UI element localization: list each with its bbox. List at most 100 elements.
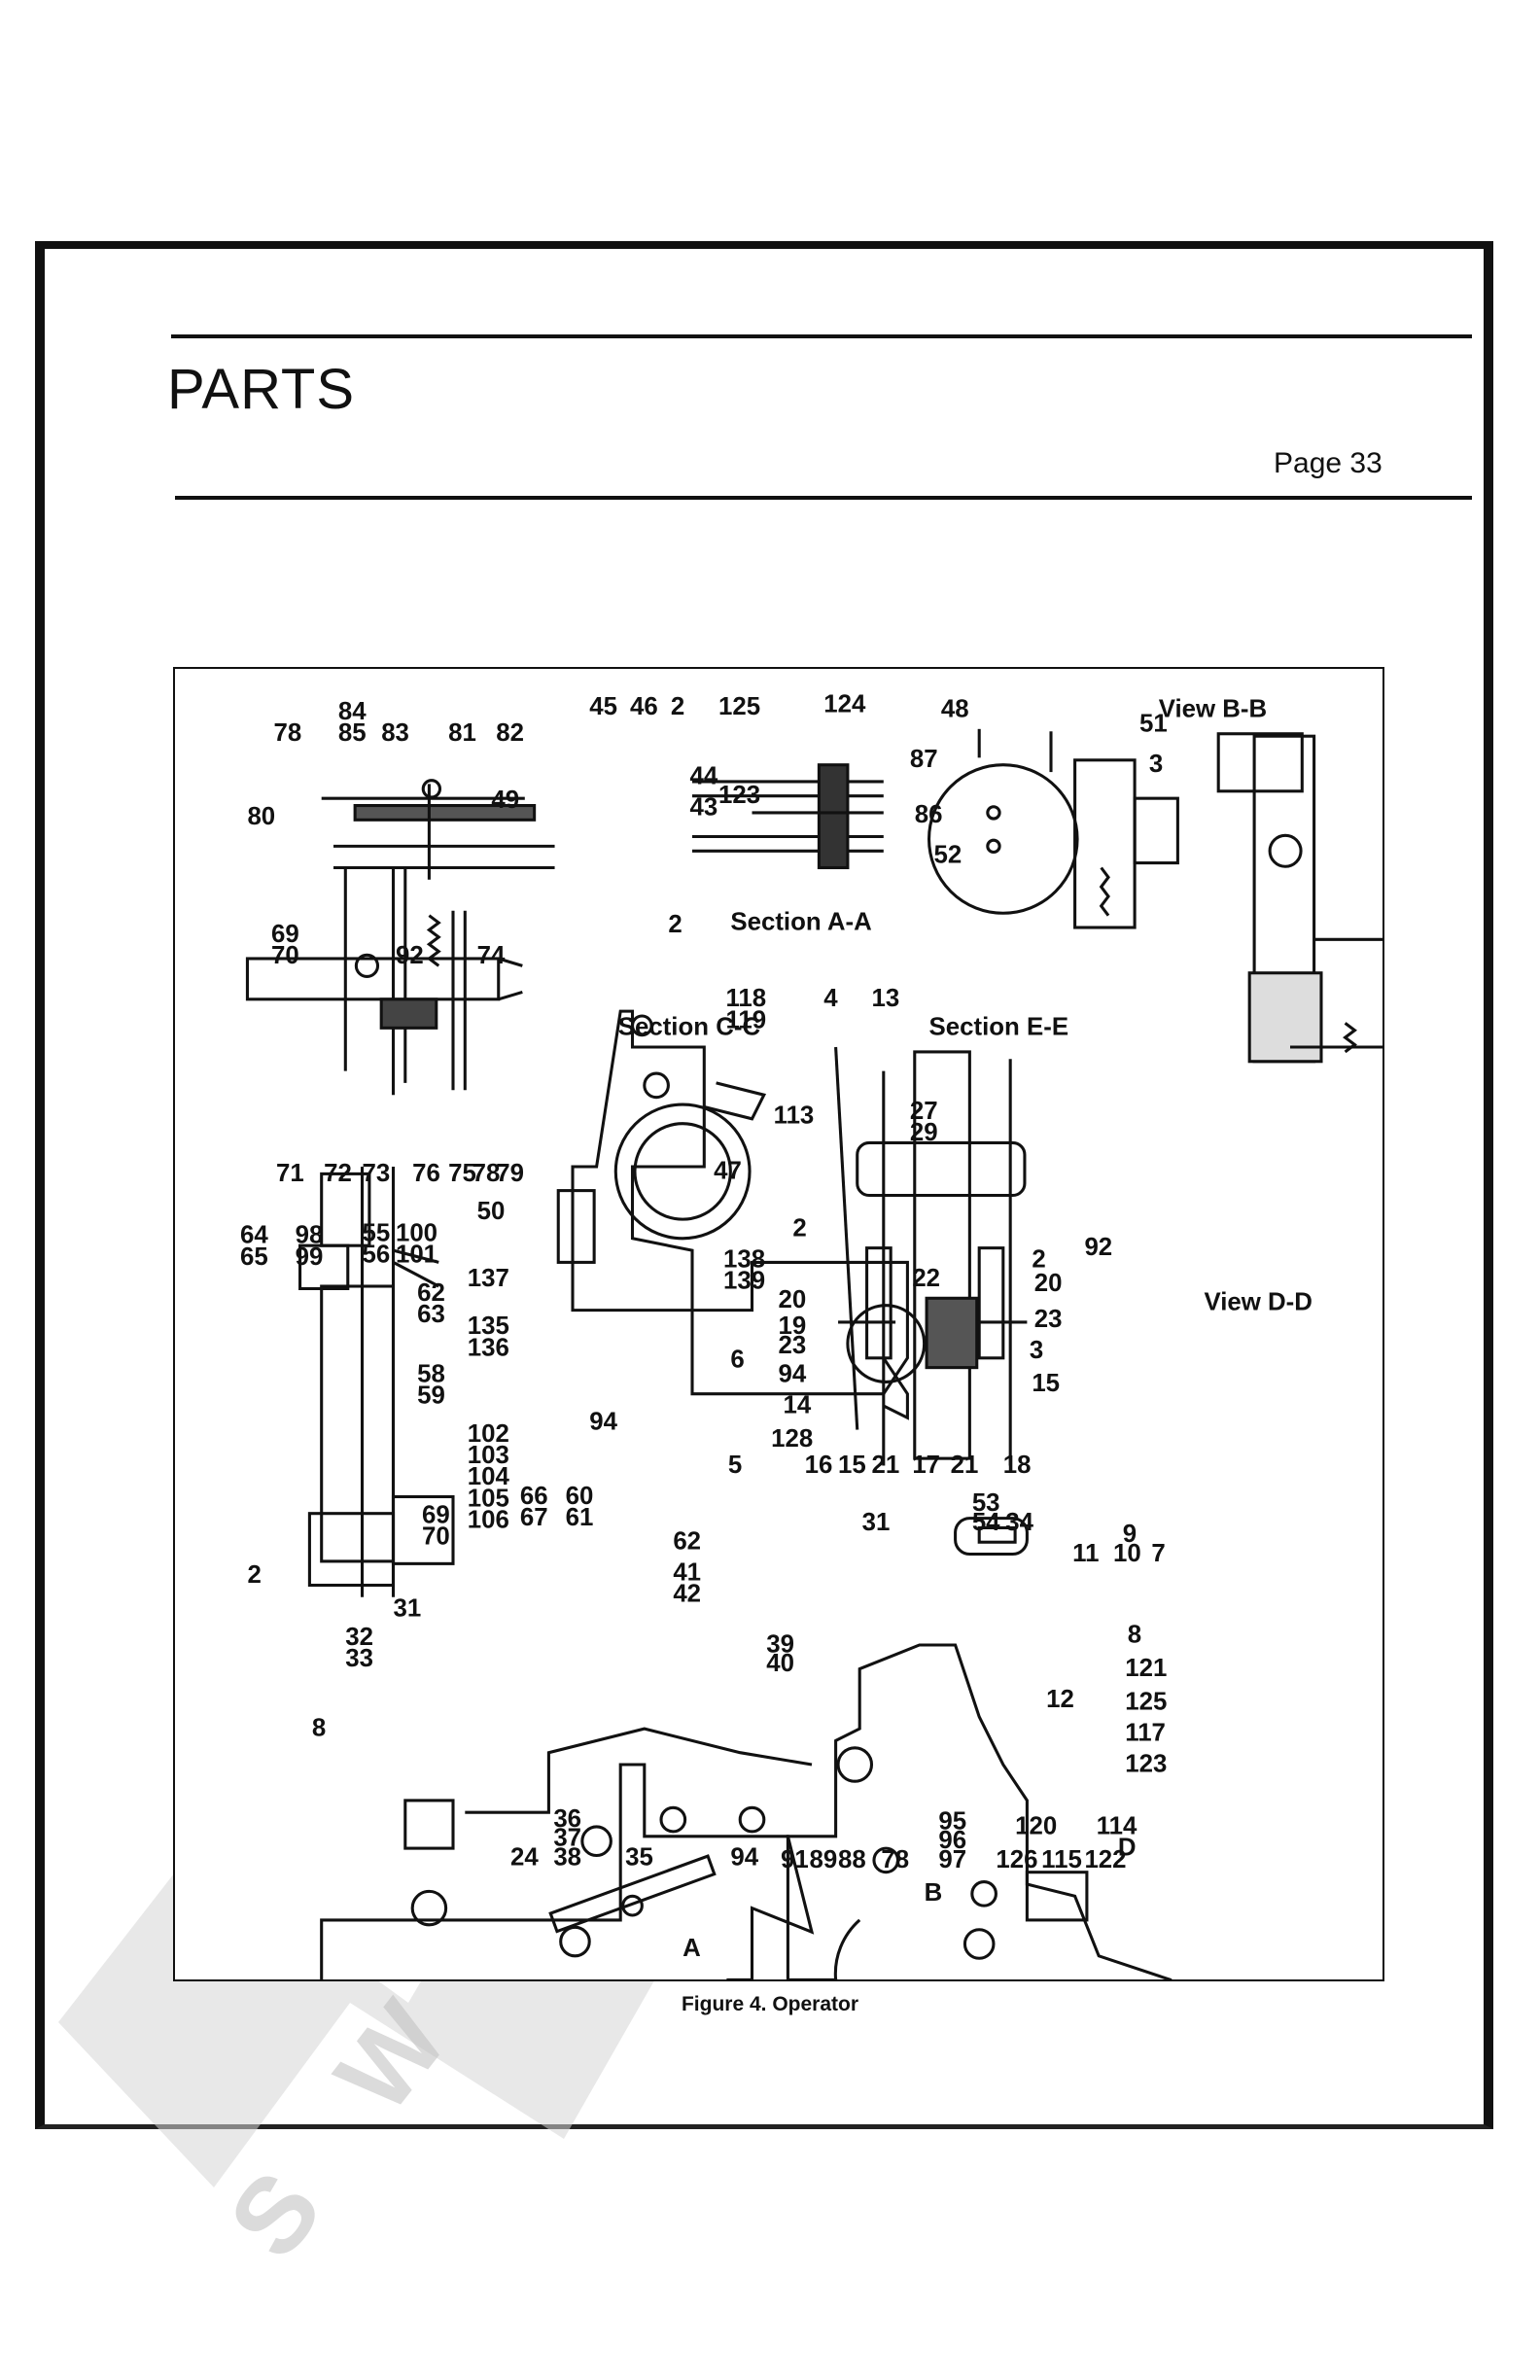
callout-75: 75: [448, 1160, 476, 1187]
callout-98: 98: [296, 1222, 324, 1249]
callout-89: 89: [810, 1846, 838, 1873]
callout-2: 2: [671, 693, 684, 720]
callout-99: 99: [296, 1243, 324, 1271]
callout-118: 118: [725, 985, 766, 1012]
callout-45: 45: [589, 693, 617, 720]
callout-95: 95: [938, 1807, 966, 1835]
callout-47: 47: [714, 1157, 742, 1184]
callout-24: 24: [510, 1843, 539, 1871]
callout-139: 139: [723, 1267, 765, 1294]
callout-106: 106: [468, 1506, 509, 1533]
callout-20: 20: [779, 1286, 807, 1313]
callout-70: 70: [271, 942, 299, 969]
callout-7: 7: [1151, 1540, 1165, 1567]
callout-94c: 94: [730, 1843, 758, 1871]
callout-6: 6: [730, 1347, 744, 1374]
callout-62: 62: [417, 1279, 445, 1307]
callout-27: 27: [910, 1098, 938, 1125]
callout-49: 49: [491, 787, 519, 814]
callout-79: 79: [496, 1160, 524, 1187]
callout-87: 87: [910, 746, 938, 773]
figure-drawing: Section A-A Section C-C Section E-E View…: [240, 691, 1382, 1979]
callout-46: 46: [630, 693, 658, 720]
callout-73: 73: [363, 1160, 391, 1187]
callout-18: 18: [1003, 1452, 1032, 1479]
callout-54: 54: [972, 1509, 1000, 1536]
callout-58: 58: [417, 1360, 445, 1387]
callout-97: 97: [938, 1846, 966, 1873]
callout-128: 128: [771, 1425, 813, 1452]
callout-16: 16: [805, 1452, 833, 1479]
callout-135: 135: [468, 1312, 509, 1340]
callout-69b: 69: [422, 1502, 450, 1529]
view-label-b-b: View B-B: [1159, 696, 1267, 723]
callout-125b: 125: [1125, 1688, 1167, 1715]
callout-80: 80: [247, 803, 275, 830]
callout-121: 121: [1125, 1655, 1167, 1682]
view-label-d-d: View D-D: [1204, 1289, 1312, 1316]
view-d-d-drawing: [834, 1046, 1028, 1466]
callout-76: 76: [412, 1160, 440, 1187]
callout-59: 59: [417, 1382, 445, 1410]
callout-102: 102: [468, 1420, 509, 1448]
callout-40: 40: [766, 1650, 794, 1677]
callout-52: 52: [933, 842, 962, 869]
section-label-e-e: Section E-E: [929, 1014, 1069, 1041]
callout-86: 86: [915, 801, 943, 828]
callout-83: 83: [381, 719, 409, 747]
callout-117: 117: [1125, 1719, 1166, 1746]
callout-12: 12: [1046, 1686, 1074, 1713]
section-label-c-c: Section C-C: [618, 1014, 760, 1041]
callout-36: 36: [553, 1805, 581, 1833]
callout-122: 122: [1084, 1846, 1126, 1873]
callout-4: 4: [823, 985, 838, 1012]
callout-55: 55: [363, 1219, 391, 1246]
callout-44: 44: [690, 762, 718, 789]
callout-126: 126: [996, 1846, 1037, 1873]
callout-35: 35: [625, 1843, 653, 1871]
callout-123: 123: [718, 782, 760, 809]
callout-120: 120: [1015, 1812, 1057, 1839]
callout-2d: 2: [1032, 1245, 1045, 1273]
callout-96: 96: [938, 1827, 966, 1854]
callout-20b: 20: [1034, 1270, 1063, 1297]
callout-82: 82: [496, 719, 524, 747]
callout-124: 124: [823, 691, 866, 718]
callout-94: 94: [589, 1409, 617, 1436]
callout-105: 105: [468, 1485, 509, 1512]
callout-9: 9: [1123, 1521, 1137, 1548]
view-b-b-drawing: [1216, 732, 1382, 1064]
callout-103: 103: [468, 1442, 509, 1469]
callout-15: 15: [1032, 1370, 1060, 1397]
callout-94b: 94: [779, 1360, 807, 1387]
callout-65: 65: [240, 1243, 268, 1271]
callout-2b: 2: [668, 911, 682, 938]
callout-31: 31: [394, 1594, 422, 1622]
callout-137: 137: [468, 1265, 509, 1292]
header-rule-bottom: [175, 496, 1472, 500]
callout-32: 32: [345, 1624, 373, 1651]
callout-72: 72: [324, 1160, 352, 1187]
callout-56: 56: [363, 1241, 391, 1268]
operator-left-drawing: [320, 1727, 815, 1979]
callout-63: 63: [417, 1301, 445, 1328]
callout-29: 29: [910, 1119, 938, 1146]
callout-38: 38: [553, 1843, 581, 1871]
callout-123b: 123: [1125, 1750, 1167, 1777]
view-marker-b-top: B: [925, 1879, 943, 1907]
callout-78b: 78: [472, 1160, 501, 1187]
callout-138: 138: [723, 1245, 765, 1273]
callout-71: 71: [276, 1160, 304, 1187]
page-title: PARTS: [167, 358, 356, 421]
callout-69: 69: [271, 921, 299, 948]
callout-67: 67: [520, 1504, 548, 1531]
callout-41: 41: [673, 1559, 701, 1587]
callout-15b: 15: [838, 1452, 866, 1479]
callout-5: 5: [728, 1452, 742, 1479]
section-labels: Section A-A Section C-C Section E-E View…: [618, 696, 1312, 1316]
callout-33: 33: [345, 1645, 373, 1672]
callout-43: 43: [690, 793, 718, 821]
callout-48: 48: [941, 696, 969, 723]
callout-39: 39: [766, 1630, 794, 1658]
callout-104: 104: [468, 1463, 510, 1490]
